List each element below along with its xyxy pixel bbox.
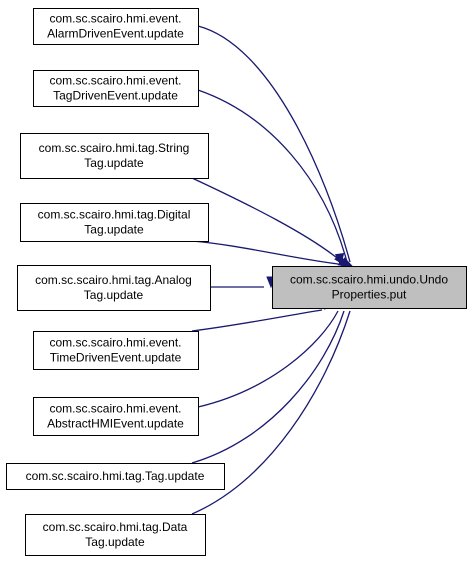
node-label-line-1: com.sc.scairo.hmi.event. (49, 402, 181, 416)
node-box (272, 266, 467, 309)
node-box (17, 265, 211, 311)
edge-abstract-hmi-event-update (197, 310, 339, 408)
edge-string-tag-update (191, 177, 343, 263)
node-label-line-2: Tag.update (84, 288, 144, 302)
node-box (33, 331, 199, 370)
node-label-line-1: com.sc.scairo.hmi.tag.Digital (38, 208, 191, 222)
node-label-line-1: com.sc.scairo.hmi.tag.Data (43, 520, 188, 534)
node-label-line-2: AbstractHMIEvent.update (47, 417, 184, 431)
node-label-line-2: TimeDrivenEvent.update (50, 351, 182, 365)
node-box (20, 133, 209, 179)
edge-alarm-driven-event-update (197, 25, 351, 263)
edges (191, 25, 364, 515)
node-label-line-1: com.sc.scairo.hmi.tag.Analog (35, 273, 192, 287)
focus-node-undo-properties-put[interactable]: com.sc.scairo.hmi.undo.UndoProperties.pu… (272, 266, 467, 309)
nodes: com.sc.scairo.hmi.event.AlarmDrivenEvent… (6, 8, 467, 556)
caller-node-tag-update[interactable]: com.sc.scairo.hmi.tag.Tag.update (6, 463, 225, 490)
node-label-line-1: com.sc.scairo.hmi.tag.Tag.update (26, 469, 205, 483)
node-label-line-2: AlarmDrivenEvent.update (47, 27, 184, 41)
node-box (20, 203, 209, 242)
node-label-line-1: com.sc.scairo.hmi.event. (49, 12, 181, 26)
node-box (25, 514, 206, 556)
caller-node-time-driven-event-update[interactable]: com.sc.scairo.hmi.event.TimeDrivenEvent.… (33, 331, 199, 370)
node-box (6, 463, 225, 490)
edge-data-tag-update (191, 310, 351, 515)
node-label-line-1: com.sc.scairo.hmi.event. (49, 74, 181, 88)
caller-node-alarm-driven-event-update[interactable]: com.sc.scairo.hmi.event.AlarmDrivenEvent… (33, 8, 199, 45)
node-box (33, 8, 199, 45)
node-label-line-2: TagDrivenEvent.update (53, 89, 178, 103)
edge-tag-update (191, 310, 345, 464)
caller-node-tag-driven-event-update[interactable]: com.sc.scairo.hmi.event.TagDrivenEvent.u… (33, 70, 199, 107)
node-box (33, 397, 199, 436)
caller-node-abstract-hmi-event-update[interactable]: com.sc.scairo.hmi.event.AbstractHMIEvent… (33, 397, 199, 436)
node-label-line-2: Tag.update (84, 223, 144, 237)
node-label-line-2: Tag.update (85, 535, 145, 549)
edge-time-driven-event-update (191, 309, 323, 332)
edge-digital-tag-update (191, 240, 339, 265)
node-label-line-1: com.sc.scairo.hmi.event. (49, 336, 181, 350)
arrowhead-icon (334, 252, 345, 266)
edge-tag-driven-event-update (197, 89, 348, 263)
node-label-line-1: com.sc.scairo.hmi.undo.Undo (290, 273, 448, 287)
node-label-line-1: com.sc.scairo.hmi.tag.String (39, 141, 190, 155)
node-label-line-2: Tag.update (84, 156, 144, 170)
node-label-line-2: Properties.put (332, 288, 407, 302)
node-box (33, 70, 199, 107)
